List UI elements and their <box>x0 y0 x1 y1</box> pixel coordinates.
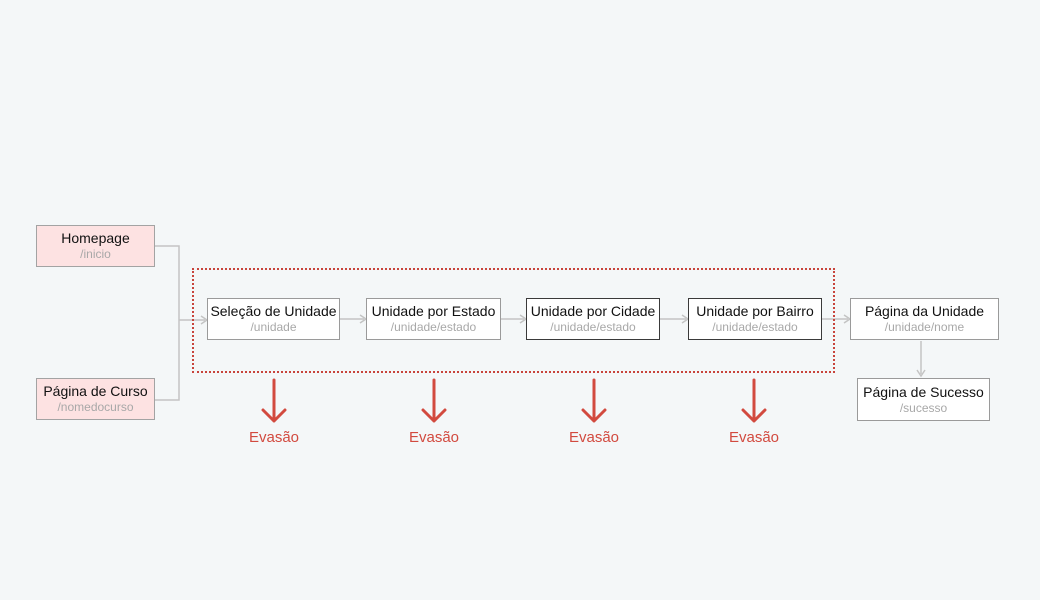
node-title: Página de Curso <box>43 383 148 399</box>
arrow-down-icon <box>741 378 767 423</box>
node-title: Seleção de Unidade <box>210 303 337 319</box>
node-path: /inicio <box>80 247 111 261</box>
step-selecao-de-unidade[interactable]: Seleção de Unidade /unidade <box>207 298 340 340</box>
drop-off-label: Evasão <box>728 429 780 446</box>
drop-off-label: Evasão <box>568 429 620 446</box>
success-connector-arrowhead <box>916 369 926 378</box>
node-title: Unidade por Bairro <box>696 303 814 319</box>
drop-arrows <box>261 378 767 423</box>
arrow-down-icon <box>421 378 447 423</box>
node-title: Página de Sucesso <box>863 383 984 400</box>
node-path: /nomedocurso <box>57 400 134 414</box>
node-path: /unidade <box>250 320 297 334</box>
step-pagina-da-unidade[interactable]: Página da Unidade /unidade/nome <box>850 298 999 340</box>
node-title: Unidade por Cidade <box>530 303 656 319</box>
entry-homepage[interactable]: Homepage /inicio <box>36 225 155 267</box>
funnel-boundary <box>192 268 835 373</box>
drop-off-label: Evasão <box>408 429 460 446</box>
node-title: Unidade por Estado <box>371 303 496 319</box>
node-path: /unidade/estado <box>390 320 477 334</box>
node-path: /sucesso <box>899 400 948 415</box>
node-title: Página da Unidade <box>864 303 985 319</box>
step-pagina-de-sucesso[interactable]: Página de Sucesso /sucesso <box>857 378 990 421</box>
node-path: /unidade/estado <box>550 320 636 334</box>
arrow-down-icon <box>261 378 287 423</box>
node-title: Homepage <box>61 230 130 246</box>
arrow-down-icon <box>581 378 607 423</box>
step-unidade-por-bairro[interactable]: Unidade por Bairro /unidade/estado <box>688 298 822 340</box>
node-path: /unidade/estado <box>712 320 798 334</box>
node-path: /unidade/nome <box>884 320 965 334</box>
step-unidade-por-cidade[interactable]: Unidade por Cidade /unidade/estado <box>526 298 660 340</box>
drop-off-label: Evasão <box>248 429 300 446</box>
entry-pagina-de-curso[interactable]: Página de Curso /nomedocurso <box>36 378 155 420</box>
entry-bracket-line <box>155 245 180 401</box>
step-unidade-por-estado[interactable]: Unidade por Estado /unidade/estado <box>366 298 501 340</box>
